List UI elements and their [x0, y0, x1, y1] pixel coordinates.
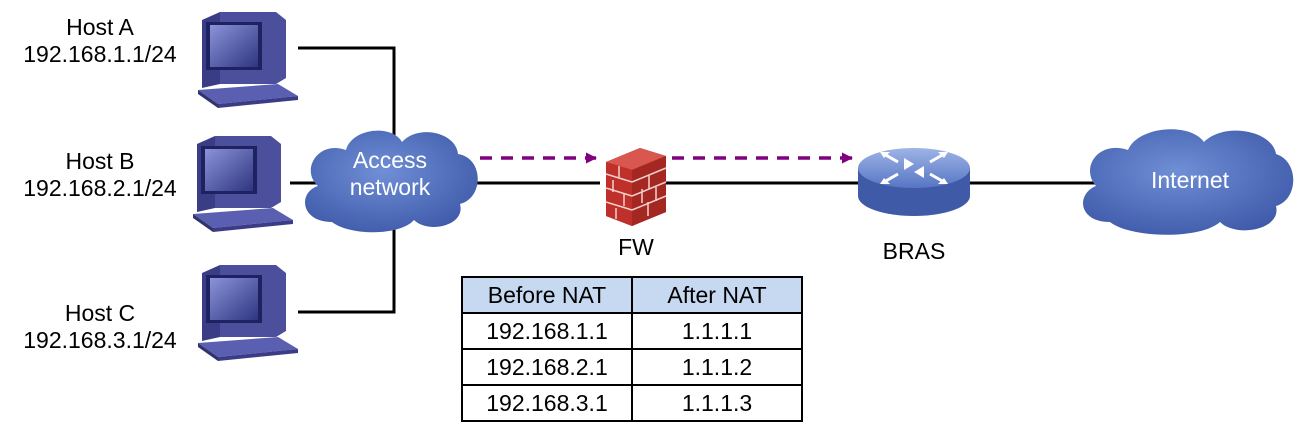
- desktop-computer-icon: [193, 136, 293, 232]
- link-host-c: [298, 218, 396, 314]
- firewall-label: FW: [618, 234, 654, 260]
- firewall-icon: [605, 148, 667, 226]
- connection-lines: [290, 46, 1095, 314]
- after-nat-cell: 1.1.1.1: [631, 312, 803, 350]
- host-a-label: Host A 192.168.1.1/24: [0, 14, 200, 68]
- table-row: 192.168.2.1 1.1.1.2: [461, 348, 803, 386]
- column-header-after-nat: After NAT: [631, 276, 803, 314]
- access-network-line1: Access: [352, 147, 428, 173]
- host-name: Host A: [66, 14, 134, 40]
- access-network-label: Access network: [330, 147, 450, 201]
- desktop-computer-icon: [198, 12, 298, 108]
- after-nat-cell: 1.1.1.2: [631, 348, 803, 386]
- table-row: 192.168.1.1 1.1.1.1: [461, 312, 803, 350]
- table-header-row: Before NAT After NAT: [461, 276, 803, 314]
- access-network-line2: network: [349, 174, 431, 200]
- before-nat-cell: 192.168.3.1: [461, 384, 633, 422]
- cloud-icon: [305, 130, 478, 233]
- host-ip: 192.168.2.1/24: [23, 175, 177, 201]
- bras-label: BRAS: [882, 238, 946, 264]
- table-row: 192.168.3.1 1.1.1.3: [461, 384, 803, 422]
- router-icon: [858, 148, 970, 216]
- after-nat-cell: 1.1.1.3: [631, 384, 803, 422]
- cloud-icon: [1083, 129, 1294, 235]
- nat-table: Before NAT After NAT 192.168.1.1 1.1.1.1…: [461, 276, 803, 422]
- before-nat-cell: 192.168.1.1: [461, 312, 633, 350]
- link-host-a: [298, 46, 396, 150]
- host-name: Host C: [64, 300, 136, 326]
- before-nat-cell: 192.168.2.1: [461, 348, 633, 386]
- host-b-label: Host B 192.168.2.1/24: [0, 148, 200, 202]
- column-header-before-nat: Before NAT: [461, 276, 633, 314]
- host-c-label: Host C 192.168.3.1/24: [0, 300, 200, 354]
- host-ip: 192.168.3.1/24: [23, 327, 177, 353]
- desktop-computer-icon: [198, 265, 298, 361]
- host-ip: 192.168.1.1/24: [23, 41, 177, 67]
- internet-label: Internet: [1151, 167, 1229, 193]
- host-name: Host B: [65, 148, 135, 174]
